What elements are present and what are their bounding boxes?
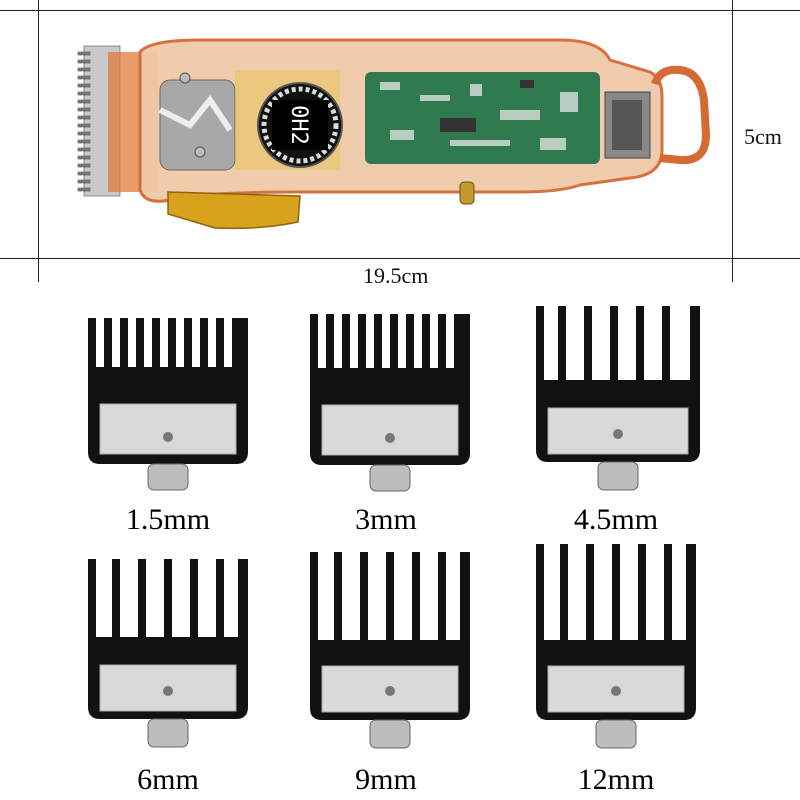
left-dimension-line [38, 0, 39, 282]
height-dimension-label: 5cm [744, 124, 782, 149]
guard-comb-6mm [88, 559, 248, 748]
guard-label-12mm: 12mm [577, 763, 655, 796]
guard-comb-4-5mm [536, 306, 700, 491]
guard-label-4-5mm: 4.5mm [573, 503, 659, 536]
guard-label-6mm: 6mm [137, 763, 199, 796]
top-dimension-line [0, 10, 800, 11]
right-dimension-line [732, 0, 733, 282]
circuit-board [365, 72, 600, 164]
bottom-dimension-line [0, 258, 800, 259]
guard-comb-3mm [310, 314, 470, 492]
gold-lever [167, 191, 301, 230]
hanging-loop [651, 65, 711, 165]
guard-label-1-5mm: 1.5mm [125, 503, 211, 536]
power-switch [459, 181, 475, 205]
guard-comb-1-5mm [88, 318, 248, 491]
hair-clipper-icon: 0H2 [77, 38, 711, 230]
length-dimension-label: 19.5cm [363, 263, 429, 288]
display-text: 0H2 [286, 105, 311, 145]
guard-comb-12mm [536, 544, 696, 749]
guard-label-3mm: 3mm [355, 503, 417, 536]
guard-label-9mm: 9mm [355, 763, 417, 796]
guard-comb-9mm [310, 552, 470, 749]
